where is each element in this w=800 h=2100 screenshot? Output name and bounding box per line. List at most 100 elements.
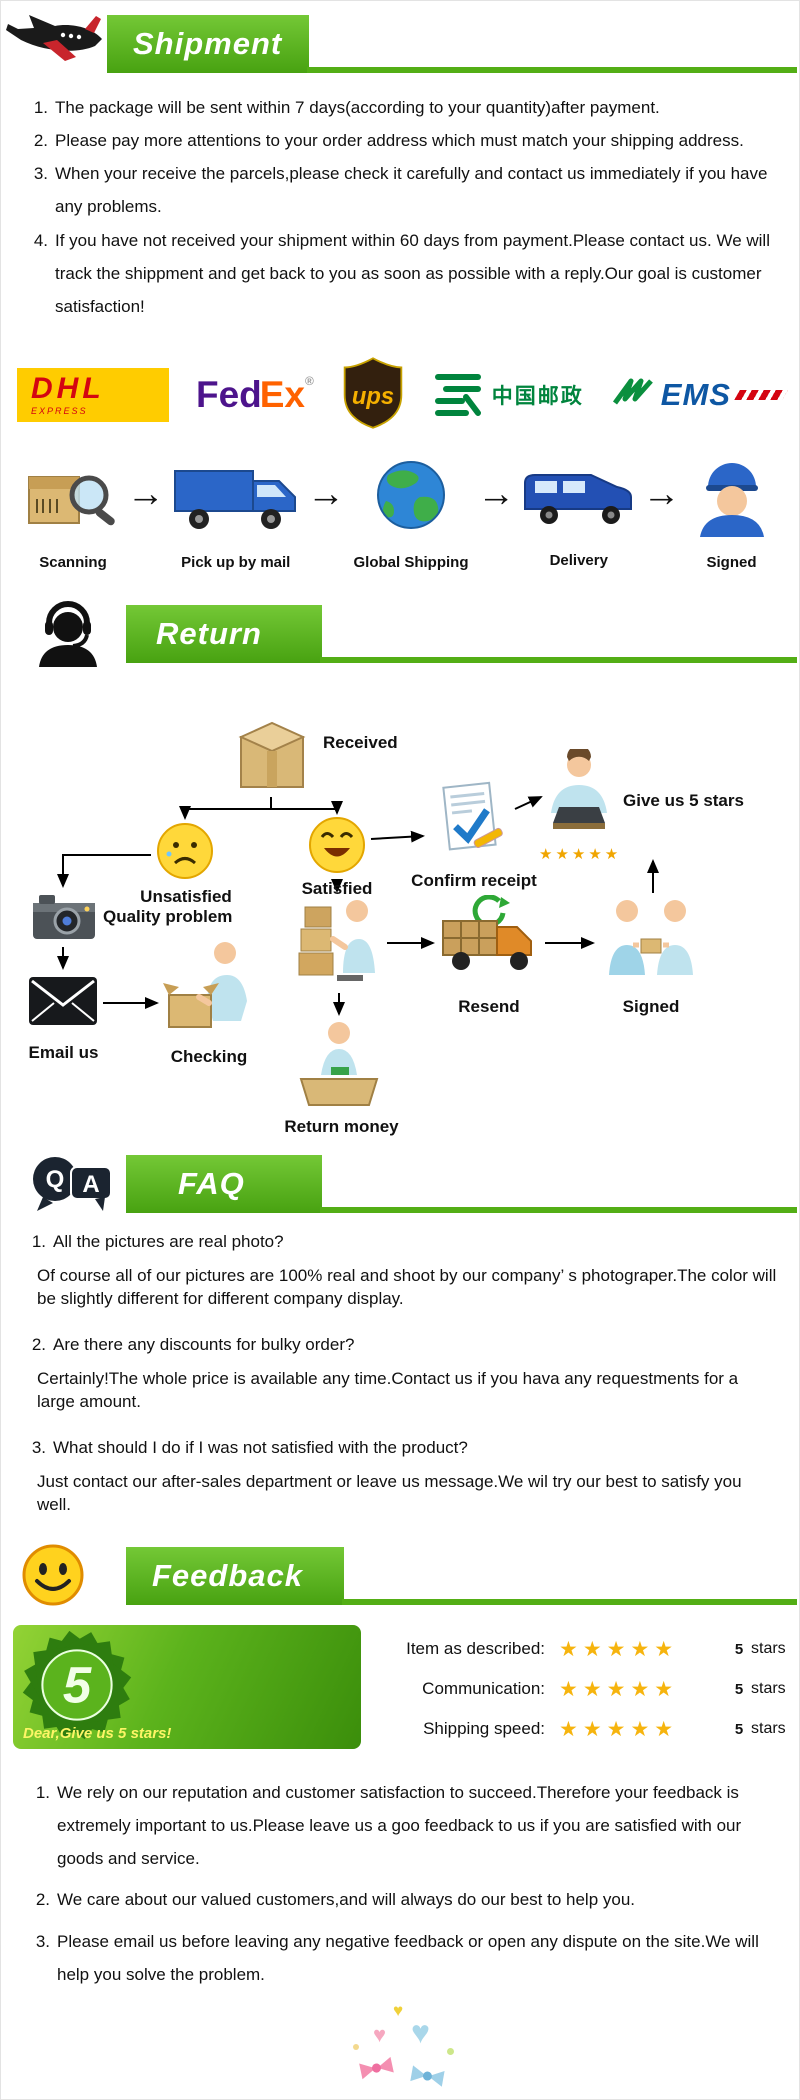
faq-question: 2. Are there any discounts for bulky ord…: [27, 1328, 779, 1361]
shipment-note-2: 2. Please pay more attentions to your or…: [29, 124, 777, 157]
globe-icon: [368, 457, 454, 542]
shipment-underline: [307, 67, 797, 73]
checking-person-icon: [163, 939, 253, 1044]
scanning-box-magnifier-icon: [23, 457, 123, 542]
label-confirm-receipt: Confirm receipt: [411, 871, 537, 890]
ems-text: EMS: [660, 377, 731, 412]
badge-caption: Dear,Give us 5 stars!: [23, 1725, 172, 1742]
rating-unit: stars: [751, 1640, 786, 1657]
feedback-underline: [342, 1599, 797, 1605]
unsatisfied-emoji-icon: [155, 821, 215, 886]
headset-person-icon: [29, 599, 107, 672]
rating-label: Item as described:: [406, 1639, 545, 1658]
note-text: We care about our valued customers,and w…: [57, 1890, 635, 1910]
faq-header: Q A FAQ: [1, 1151, 799, 1220]
feedback-header: Feedback: [1, 1543, 799, 1613]
rating-row-item-described: Item as described: ★★★★★ 5 stars: [369, 1629, 793, 1669]
note-number: 1.: [33, 98, 48, 117]
delivery-van-icon: [519, 457, 639, 540]
china-post-emblem-icon: [432, 367, 484, 424]
faq-answer-text: Certainly!The whole price is available a…: [37, 1369, 739, 1412]
pink-bow-icon: [357, 2055, 397, 2087]
rating-unit: stars: [751, 1680, 786, 1697]
carrier-logos-row: DHL EXPRESS FedEx® ups 中国邮政: [1, 353, 799, 437]
flow-step-label: Signed: [706, 554, 757, 571]
rating-stars-icon: ★★★★★: [559, 1637, 679, 1661]
label-quality-problem: Quality problem: [103, 907, 233, 926]
note-number: 1.: [35, 1783, 50, 1802]
return-header: Return: [1, 599, 799, 672]
faq-question: 3. What should I do if I was not satisfi…: [27, 1431, 779, 1464]
dhl-text: DHL: [31, 372, 105, 405]
china-post-logo: 中国邮政: [432, 367, 584, 424]
dhl-logo: DHL EXPRESS: [17, 368, 169, 422]
label-received: Received: [323, 733, 398, 752]
smiley-icon: [21, 1543, 85, 1612]
ups-text: ups: [352, 382, 394, 409]
faq-question-text: What should I do if I was not satisfied …: [53, 1438, 468, 1458]
ups-logo: ups: [341, 355, 405, 436]
faq-question-text: All the pictures are real photo?: [53, 1232, 284, 1251]
flow-step-pickup: Pick up by mail: [168, 457, 303, 571]
note-text: The package will be sent within 7 days(a…: [55, 98, 660, 117]
flow-step-scanning: Scanning: [23, 457, 123, 571]
fedex-ex-text: Ex: [259, 374, 306, 415]
qa-bubbles-icon: Q A: [25, 1153, 117, 1220]
yellow-heart-icon: ♥: [393, 2001, 404, 2020]
blue-bow-icon: [407, 2063, 447, 2094]
fedex-fed-text: Fed: [195, 374, 262, 415]
china-post-text: 中国邮政: [491, 385, 584, 408]
note-text: Please pay more attentions to your order…: [55, 131, 744, 151]
mail-truck-icon: [171, 457, 301, 542]
dhl-express-text: EXPRESS: [31, 406, 88, 416]
note-number: 2.: [33, 131, 48, 151]
five-stars-icon: ★★★★★: [539, 846, 622, 863]
five-stars-badge: 5 Dear,Give us 5 stars!: [13, 1625, 361, 1749]
return-underline: [320, 657, 797, 663]
blue-heart-icon: ♥: [411, 2014, 430, 2050]
rating-label: Shipping speed:: [423, 1719, 545, 1738]
label-checking: Checking: [170, 1047, 248, 1066]
badge-number: 5: [63, 1656, 92, 1713]
rating-stars-icon: ★★★★★: [559, 1717, 679, 1741]
label-resend: Resend: [458, 997, 520, 1016]
return-flow-diagram: Received Unsatisfied Satisfied: [1, 687, 799, 1152]
shipment-title: Shipment: [133, 26, 283, 61]
faq-item-3: 3. What should I do if I was not satisfi…: [27, 1431, 779, 1517]
return-title-bar: Return: [126, 605, 322, 663]
ems-wings-icon: [611, 373, 655, 418]
ems-stripes-icon: [734, 390, 788, 400]
airplane-icon: [5, 13, 105, 82]
rating-score: 5: [734, 1720, 744, 1738]
fedex-logo: FedEx®: [196, 374, 314, 416]
fedex-registered-mark: ®: [305, 374, 314, 388]
feedback-note-2: 2. We care about our valued customers,an…: [31, 1883, 779, 1916]
customer-laptop-icon: [541, 745, 617, 846]
note-number: 4.: [33, 230, 48, 250]
rating-rows: Item as described: ★★★★★ 5 stars Communi…: [369, 1629, 793, 1749]
faq-answer-text: Of course all of our pictures are 100% r…: [37, 1266, 777, 1309]
flow-step-delivery: Delivery: [519, 457, 639, 569]
rating-row-communication: Communication: ★★★★★ 5 stars: [369, 1669, 793, 1709]
return-title: Return: [156, 616, 262, 651]
faq-question: 1. All the pictures are real photo?: [27, 1225, 779, 1258]
flow-step-label: Scanning: [39, 554, 107, 571]
flow-step-label: Global Shipping: [353, 554, 469, 571]
starburst-icon: 5: [22, 1630, 132, 1740]
flow-step-label: Delivery: [549, 552, 608, 569]
courier-worker-icon: [692, 457, 772, 542]
resend-truck-icon: [439, 894, 539, 990]
rating-score: 5: [734, 1640, 744, 1658]
shipment-note-4: 4. If you have not received your shipmen…: [29, 224, 777, 323]
note-number: 2.: [35, 1890, 50, 1910]
rating-label: Communication:: [422, 1679, 545, 1698]
received-box-icon: [227, 707, 317, 802]
rating-unit: stars: [751, 1720, 786, 1737]
shipping-flow: Scanning → Pick up by mail →: [1, 457, 799, 571]
shipment-notes: 1. The package will be sent within 7 day…: [29, 91, 777, 323]
faq-title: FAQ: [178, 1166, 245, 1201]
rating-score: 5: [734, 1680, 744, 1698]
yellow-dot-icon: [353, 2044, 359, 2050]
flow-step-global: Global Shipping: [349, 457, 474, 571]
email-envelope-icon: [27, 973, 99, 1034]
